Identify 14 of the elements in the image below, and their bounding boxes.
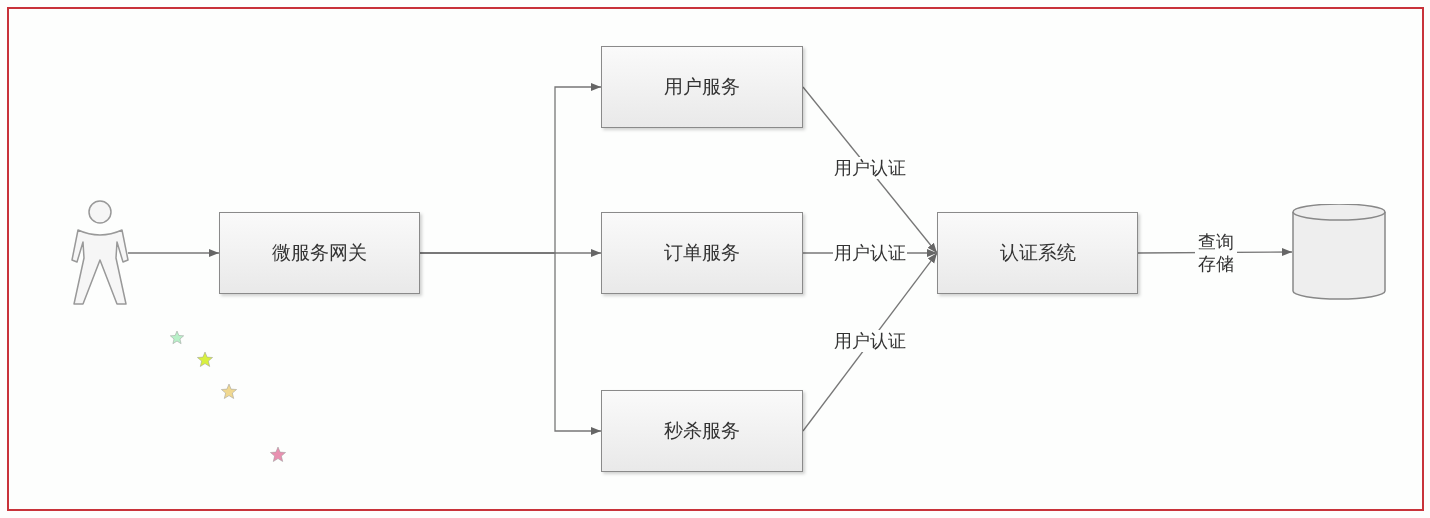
person-figure <box>70 200 130 306</box>
database-cylinder <box>1292 204 1386 300</box>
process-box: 用户服务 <box>601 46 803 128</box>
edge-label: 查询存储 <box>1195 231 1237 275</box>
arrow <box>802 252 938 432</box>
process-box: 秒杀服务 <box>601 390 803 472</box>
process-box: 微服务网关 <box>219 212 420 294</box>
edge-label: 用户认证 <box>833 157 907 179</box>
arrow <box>127 249 220 257</box>
process-box: 认证系统 <box>937 212 1138 294</box>
process-box: 订单服务 <box>601 212 803 294</box>
edge-label: 用户认证 <box>833 330 907 352</box>
edge-label: 用户认证 <box>833 242 907 264</box>
arrow <box>419 252 602 435</box>
